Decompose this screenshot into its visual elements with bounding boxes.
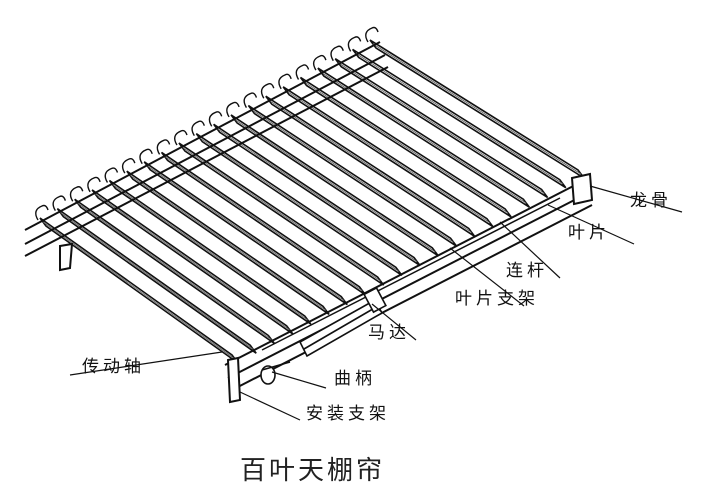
crank <box>260 361 291 385</box>
motor <box>298 286 387 358</box>
louver-blade-edge <box>303 81 509 214</box>
blade-hook <box>330 45 344 62</box>
louver-blade-edge <box>181 146 381 282</box>
blade-hook <box>347 36 362 52</box>
blade-hook <box>243 92 258 108</box>
louver-blade-edge <box>338 62 545 194</box>
louver-blade-edge <box>146 165 345 301</box>
louver-blade-edge <box>372 43 582 175</box>
front-keel-rail <box>224 172 594 404</box>
louver-blade-edge <box>42 221 236 360</box>
label-drive-shaft: 传动轴 <box>82 357 145 377</box>
louver-blade-edge <box>320 71 527 204</box>
blade-hook <box>35 204 49 221</box>
blade-hook <box>365 26 379 43</box>
link-rod <box>261 197 561 351</box>
blade-hook <box>121 157 136 174</box>
louver-blade-edge <box>60 212 254 350</box>
blade-hook <box>174 129 188 146</box>
louver-blade-edge <box>216 127 418 262</box>
louver-blade-edge <box>251 109 454 243</box>
louver-blade-edge <box>129 174 327 311</box>
blade-hook <box>52 195 67 211</box>
label-blade: 叶片 <box>568 223 610 243</box>
label-link-rod: 连杆 <box>506 261 548 281</box>
diagram-caption: 百叶天棚帘 <box>240 456 386 486</box>
blade-hook <box>278 73 292 90</box>
louver-blade-edge <box>355 53 564 185</box>
blade-hook <box>312 54 327 71</box>
louver-blade-edge <box>112 184 309 321</box>
label-crank: 曲柄 <box>334 369 376 389</box>
louver-blade-edge <box>94 193 290 331</box>
louver-blade-edge <box>268 99 472 233</box>
louver-blades <box>35 26 585 364</box>
blade-hook <box>87 176 101 193</box>
label-motor: 马达 <box>368 323 410 343</box>
louver-blade-edge <box>77 202 272 340</box>
louver-blade-edge <box>233 118 436 253</box>
blade-hook <box>104 167 119 183</box>
louver-blade-edge <box>164 156 363 292</box>
louver-blade-edge <box>285 90 491 224</box>
leader-lines <box>69 185 683 421</box>
blade-hook <box>226 101 240 118</box>
blade-hook <box>156 139 171 155</box>
blade-hook <box>139 148 153 165</box>
louver-blade-edge <box>199 137 400 272</box>
blade-hook <box>260 83 275 99</box>
blade-hook <box>208 111 223 127</box>
label-mounting-bracket: 安装支架 <box>306 404 390 424</box>
back-keel-rail <box>24 41 389 272</box>
blade-hook <box>191 120 205 137</box>
blade-hook <box>295 64 310 80</box>
blade-hook <box>69 186 84 202</box>
label-blade-bracket: 叶片支架 <box>455 289 539 309</box>
label-keel: 龙骨 <box>630 191 672 211</box>
